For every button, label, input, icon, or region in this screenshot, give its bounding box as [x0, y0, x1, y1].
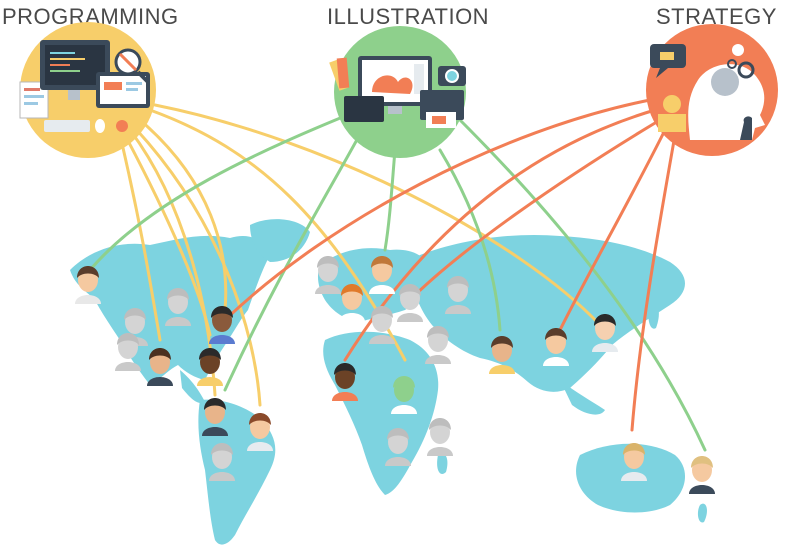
avatar-layer — [75, 256, 715, 494]
connection-line — [223, 123, 367, 392]
person-avatar — [75, 266, 101, 304]
connection-line — [630, 133, 677, 432]
programming-connections — [118, 103, 602, 407]
person-avatar — [489, 336, 515, 374]
central-america — [180, 370, 205, 404]
person-avatar — [202, 398, 228, 436]
connection-line — [88, 108, 362, 272]
japan — [648, 303, 659, 329]
person-avatar — [391, 376, 417, 414]
inactive-person-avatar — [315, 256, 341, 294]
person-avatar — [621, 443, 647, 481]
connection-line — [383, 148, 397, 252]
person-avatar — [592, 314, 618, 352]
computer-desk-icon — [19, 40, 150, 133]
person-avatar — [339, 284, 365, 322]
person-avatar — [369, 256, 395, 294]
connection-line — [138, 118, 228, 312]
connection-line — [458, 118, 707, 452]
thinking-head-icon — [650, 44, 765, 140]
inactive-person-avatar — [385, 428, 411, 466]
new-zealand — [697, 503, 707, 523]
africa — [323, 331, 439, 495]
connection-line — [118, 133, 162, 342]
inactive-person-avatar — [427, 418, 453, 456]
connection-line — [133, 126, 262, 407]
connection-line — [148, 108, 407, 362]
inactive-person-avatar — [397, 284, 423, 322]
southeast-asia — [560, 380, 605, 415]
inactive-person-avatar — [425, 326, 451, 364]
madagascar — [437, 453, 448, 475]
illustration-circle — [329, 26, 466, 158]
programming-circle — [19, 22, 156, 158]
person-avatar — [209, 306, 235, 344]
inactive-person-avatar — [115, 333, 141, 371]
person-avatar — [332, 363, 358, 401]
person-avatar — [247, 413, 273, 451]
inactive-person-avatar — [369, 306, 395, 344]
connection-line — [408, 118, 662, 302]
connection-line — [223, 98, 652, 322]
person-avatar — [197, 348, 223, 386]
design-workstation-icon — [329, 56, 466, 128]
person-avatar — [689, 456, 715, 494]
connection-line — [558, 128, 667, 332]
inactive-person-avatar — [209, 443, 235, 481]
strategy-circle — [646, 24, 778, 156]
person-avatar — [147, 348, 173, 386]
illustration-heading: ILLUSTRATION — [327, 4, 490, 29]
person-avatar — [543, 328, 569, 366]
inactive-person-avatar — [165, 288, 191, 326]
inactive-person-avatar — [445, 276, 471, 314]
connection-line — [153, 103, 602, 327]
asia — [412, 234, 685, 392]
north-america — [70, 235, 270, 385]
